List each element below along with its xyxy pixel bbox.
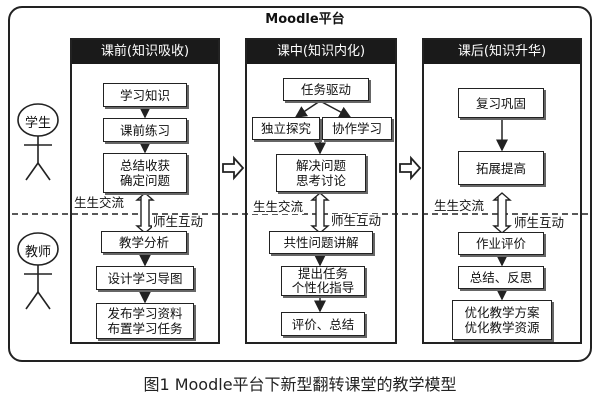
column-header: 课中(知识内化) [247, 40, 395, 64]
teacher-figure [17, 232, 59, 310]
step-box: 提出任务 个性化指导 [281, 266, 365, 296]
interaction-arrow-col1 [135, 192, 155, 234]
platform-frame [8, 6, 592, 362]
step-box: 拓展提高 [458, 151, 544, 185]
teacher-student-label: 师生互动 [330, 213, 383, 228]
step-box: 优化教学方案 优化教学资源 [452, 300, 552, 340]
column-header: 课后(知识升华) [424, 40, 580, 64]
phase-arrow-2 [399, 155, 422, 181]
column-header: 课前(知识吸收) [72, 40, 218, 64]
student-figure [17, 103, 59, 181]
step-box: 评价、总结 [281, 312, 365, 336]
platform-title: Moodle平台 [265, 12, 345, 27]
step-box: 发布学习资料 布置学习任务 [96, 303, 194, 339]
step-box: 作业评价 [458, 232, 544, 255]
step-box: 共性问题讲解 [269, 231, 373, 254]
step-box: 解决问题 思考讨论 [276, 154, 366, 192]
teacher-student-label: 师生互动 [152, 214, 205, 229]
step-box: 复习巩固 [458, 88, 544, 118]
peer-exchange-label: 生生交流 [252, 199, 305, 214]
teacher-student-label: 师生互动 [513, 215, 566, 230]
step-box: 协作学习 [322, 117, 392, 140]
figure-caption: 图1 Moodle平台下新型翻转课堂的教学模型 [143, 375, 457, 394]
step-box: 独立探究 [252, 117, 320, 140]
step-box: 总结收获 确定问题 [103, 153, 187, 193]
interaction-arrow-col3 [492, 192, 512, 234]
step-box: 学习知识 [103, 83, 187, 107]
peer-exchange-label: 生生交流 [433, 198, 486, 213]
step-box: 教学分析 [101, 231, 187, 253]
step-box: 总结、反思 [458, 266, 544, 289]
peer-exchange-label: 生生交流 [73, 195, 126, 210]
phase-arrow-1 [222, 155, 245, 181]
step-box: 设计学习导图 [96, 266, 194, 290]
teacher-label: 教师 [24, 245, 51, 260]
step-box: 任务驱动 [283, 78, 369, 101]
interaction-arrow-col2 [310, 192, 330, 234]
step-box: 课前练习 [103, 118, 187, 142]
student-label: 学生 [24, 116, 51, 131]
